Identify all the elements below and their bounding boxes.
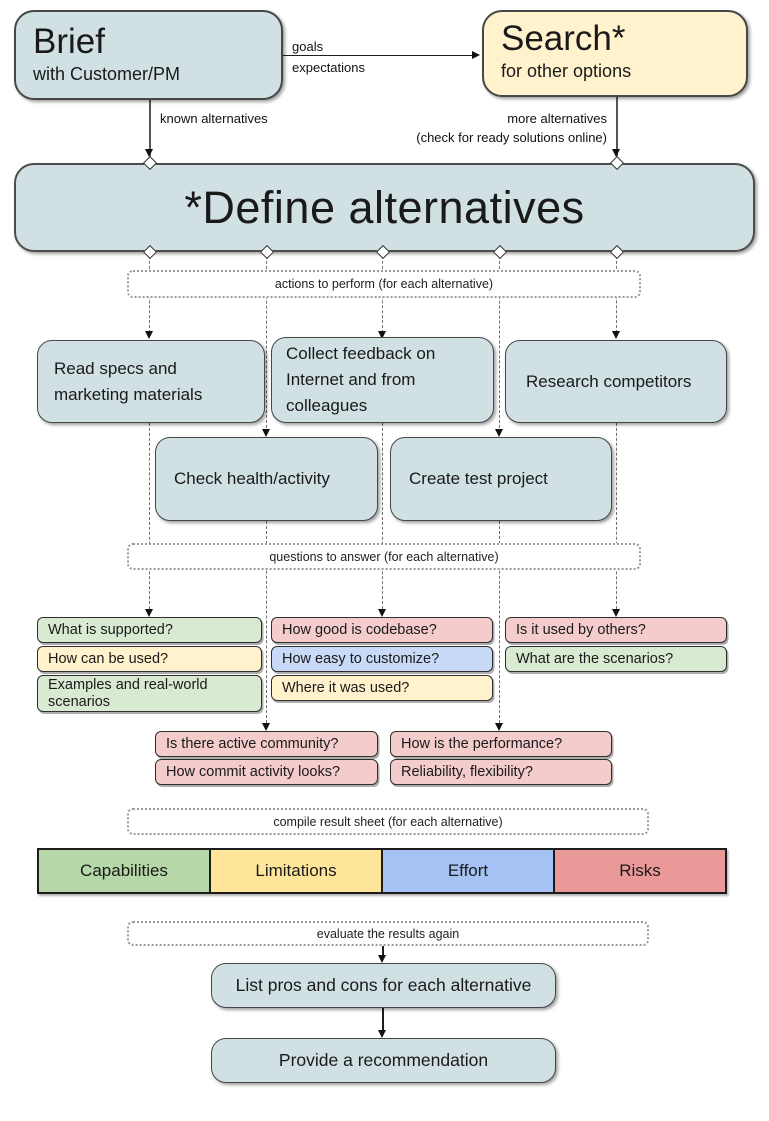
node-check-health: Check health/activity bbox=[155, 437, 378, 521]
question-reliability: Reliability, flexibility? bbox=[390, 759, 612, 785]
node-define-alternatives: *Define alternatives bbox=[14, 163, 755, 252]
arrowhead-to-create-test bbox=[495, 429, 503, 437]
node-read-specs: Read specs and marketing materials bbox=[37, 340, 265, 423]
result-cell-capabilities: Capabilities bbox=[39, 850, 209, 892]
arrowhead-brief-to-search bbox=[472, 51, 480, 59]
dashed-edge-col3-questions bbox=[382, 423, 383, 609]
band-questions-label: questions to answer (for each alternativ… bbox=[269, 549, 499, 564]
dashed-edge-col4-actions bbox=[499, 256, 500, 428]
question-label: Where it was used? bbox=[282, 679, 410, 696]
question-used-by-others: Is it used by others? bbox=[505, 617, 727, 643]
edge-search-to-define bbox=[616, 97, 618, 156]
dashed-edge-col2-questions bbox=[266, 521, 267, 723]
dashed-edge-col2-actions bbox=[266, 256, 267, 428]
edge-list-to-recommendation bbox=[382, 1008, 384, 1031]
arrowhead-to-check-health bbox=[262, 429, 270, 437]
question-label: Is it used by others? bbox=[516, 621, 646, 638]
band-questions-to-answer: questions to answer (for each alternativ… bbox=[127, 543, 641, 570]
band-compile-result-sheet: compile result sheet (for each alternati… bbox=[127, 808, 649, 835]
research-competitors-label: Research competitors bbox=[526, 371, 692, 391]
recommendation-label: Provide a recommendation bbox=[278, 1050, 489, 1070]
search-title: Search* bbox=[501, 19, 626, 58]
arrowhead-to-questions-group1 bbox=[262, 723, 270, 731]
edge-brief-to-search bbox=[283, 55, 473, 57]
question-active-community: Is there active community? bbox=[155, 731, 378, 757]
collect-feedback-label: Collect feedback on Internet and from co… bbox=[286, 344, 436, 415]
question-label: How easy to customize? bbox=[282, 650, 440, 667]
brief-subtitle: with Customer/PM bbox=[33, 64, 181, 84]
arrowhead-to-research-competitors bbox=[612, 331, 620, 339]
edge-label-more-alternatives: more alternatives bbox=[507, 111, 607, 126]
band-actions-label: actions to perform (for each alternative… bbox=[274, 277, 494, 291]
band-compile-label: compile result sheet (for each alternati… bbox=[273, 814, 503, 829]
result-cell-label: Capabilities bbox=[80, 861, 168, 880]
result-cell-label: Risks bbox=[619, 861, 661, 880]
node-collect-feedback: Collect feedback on Internet and from co… bbox=[271, 337, 494, 423]
arrowhead-to-questions-group2 bbox=[495, 723, 503, 731]
arrowhead-brief-to-define bbox=[145, 149, 153, 157]
result-cell-effort: Effort bbox=[381, 850, 553, 892]
result-cell-label: Limitations bbox=[255, 861, 337, 880]
node-search: Search* for other options bbox=[482, 10, 748, 97]
edge-label-known-alternatives: known alternatives bbox=[160, 111, 268, 126]
search-subtitle: for other options bbox=[501, 61, 632, 81]
node-brief: Brief with Customer/PM bbox=[14, 10, 283, 100]
dashed-edge-col1-questions bbox=[149, 423, 150, 609]
question-label: How can be used? bbox=[48, 650, 169, 667]
list-pros-cons-label: List pros and cons for each alternative bbox=[235, 975, 532, 995]
edge-label-expectations: expectations bbox=[292, 60, 365, 75]
question-label: How commit activity looks? bbox=[166, 763, 341, 780]
question-label: What are the scenarios? bbox=[516, 650, 674, 667]
create-test-label: Create test project bbox=[409, 469, 548, 488]
edge-label-goals: goals bbox=[292, 39, 324, 54]
question-where-used: Where it was used? bbox=[271, 675, 493, 701]
question-label: Reliability, flexibility? bbox=[401, 763, 533, 780]
check-health-label: Check health/activity bbox=[174, 469, 330, 488]
question-codebase: How good is codebase? bbox=[271, 617, 493, 643]
edge-label-more-alternatives-note: (check for ready solutions online) bbox=[416, 130, 607, 145]
band-evaluate-label: evaluate the results again bbox=[316, 926, 460, 941]
edge-brief-to-define bbox=[149, 100, 151, 156]
question-performance: How is the performance? bbox=[390, 731, 612, 757]
node-create-test: Create test project bbox=[390, 437, 612, 521]
question-label: How is the performance? bbox=[401, 735, 563, 752]
node-recommendation: Provide a recommendation bbox=[211, 1038, 556, 1083]
band-evaluate-results: evaluate the results again bbox=[127, 921, 649, 946]
band-actions-to-perform: actions to perform (for each alternative… bbox=[127, 270, 641, 298]
result-cell-limitations: Limitations bbox=[209, 850, 381, 892]
arrowhead-to-collect-feedback bbox=[378, 331, 386, 339]
result-cell-risks: Risks bbox=[553, 850, 725, 892]
edge-evaluate-to-list bbox=[382, 946, 384, 956]
arrowhead-to-questions-col1 bbox=[145, 609, 153, 617]
dashed-edge-col4-questions bbox=[499, 521, 500, 723]
arrowhead-to-read-specs bbox=[145, 331, 153, 339]
arrowhead-to-questions-col2 bbox=[378, 609, 386, 617]
question-scenarios: What are the scenarios? bbox=[505, 646, 727, 672]
node-list-pros-cons: List pros and cons for each alternative bbox=[211, 963, 556, 1008]
result-sheet-bar: Capabilities Limitations Effort Risks bbox=[37, 848, 727, 894]
define-title: *Define alternatives bbox=[184, 181, 585, 233]
brief-title: Brief bbox=[33, 22, 105, 61]
node-research-competitors: Research competitors bbox=[505, 340, 727, 423]
question-customize: How easy to customize? bbox=[271, 646, 493, 672]
result-cell-label: Effort bbox=[447, 861, 489, 880]
arrowhead-to-recommendation bbox=[378, 1030, 386, 1038]
question-label: How good is codebase? bbox=[282, 621, 437, 638]
arrowhead-to-questions-col3 bbox=[612, 609, 620, 617]
question-what-is-supported: What is supported? bbox=[37, 617, 262, 643]
question-commit-activity: How commit activity looks? bbox=[155, 759, 378, 785]
question-label: What is supported? bbox=[48, 621, 173, 638]
question-label: Examples and real-world scenarios bbox=[48, 676, 208, 710]
arrowhead-to-list-pros bbox=[378, 955, 386, 963]
question-how-can-be-used: How can be used? bbox=[37, 646, 262, 672]
question-examples-scenarios: Examples and real-world scenarios bbox=[37, 675, 262, 712]
read-specs-label: Read specs and marketing materials bbox=[54, 358, 203, 404]
arrowhead-search-to-define bbox=[612, 149, 620, 157]
question-label: Is there active community? bbox=[166, 735, 339, 752]
dashed-edge-col5-questions bbox=[616, 423, 617, 609]
